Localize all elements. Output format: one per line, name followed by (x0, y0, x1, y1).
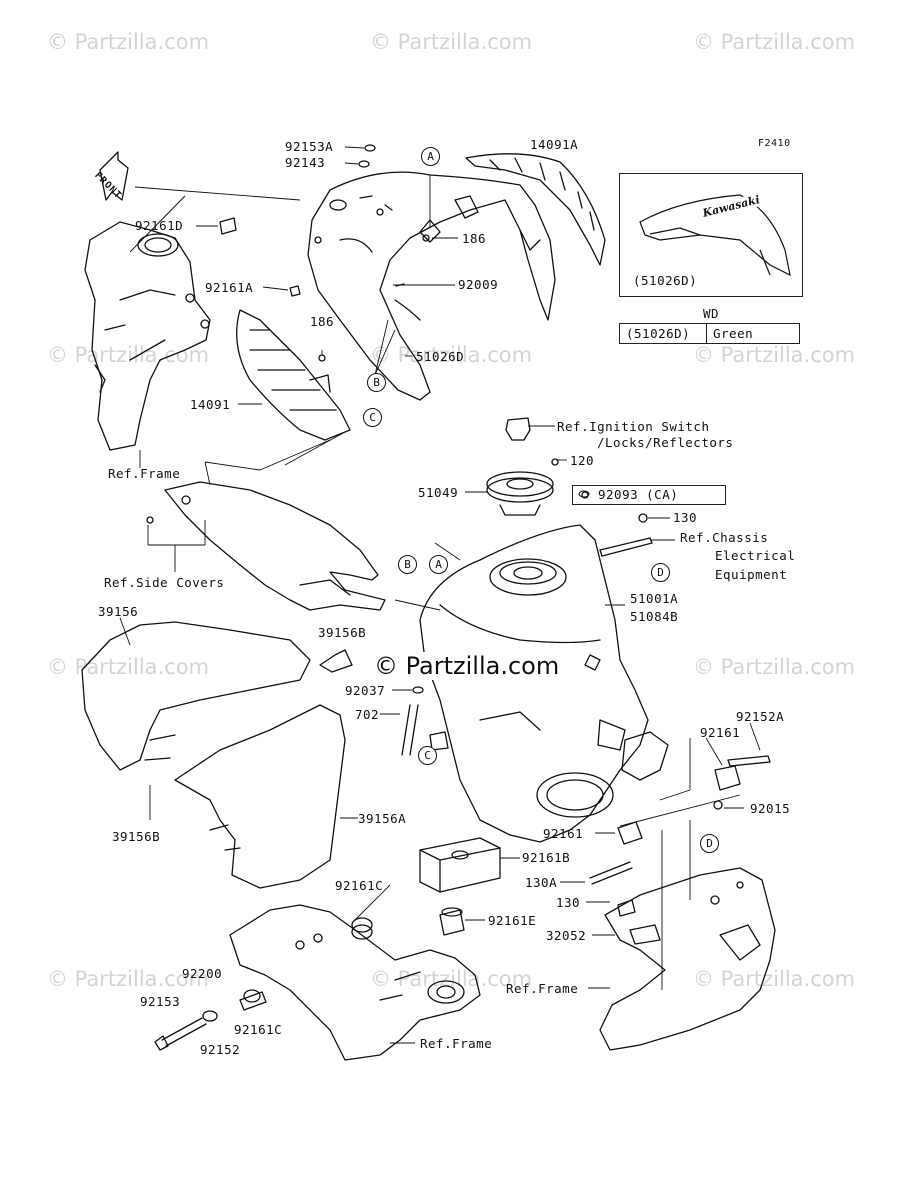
wd-color-cell: Green (706, 323, 800, 344)
fuel-tank-drawing (419, 524, 649, 843)
rubber-block-92161E-drawing (439, 907, 465, 936)
frame-bottom-right-drawing (589, 861, 776, 1051)
callout-a: A (429, 555, 448, 574)
label-130: 130 (673, 510, 698, 525)
callout-b: B (398, 555, 417, 574)
ignition-parts-drawing (486, 417, 653, 557)
label-ref-ignition-2: /Locks/Reflectors (597, 435, 734, 450)
label-ref-frame: Ref.Frame (506, 981, 579, 996)
tank-cover-drawing (307, 171, 556, 401)
mount-92152A-drawing (617, 731, 771, 845)
washer-icon (578, 490, 590, 498)
label-ref-chassis-3: Equipment (715, 567, 788, 582)
label-51026D: 51026D (416, 349, 465, 364)
label-92152: 92152 (200, 1042, 241, 1057)
label-92153: 92153 (140, 994, 181, 1009)
watermark: © Partzilla.com (47, 343, 210, 367)
label-92161: 92161 (700, 725, 741, 740)
figure-code: F2410 (758, 138, 791, 149)
label-51001A: 51001A (630, 591, 679, 606)
label-92161B: 92161B (522, 850, 571, 865)
inset-box (619, 173, 803, 297)
label-92009: 92009 (458, 277, 499, 292)
watermark: © Partzilla.com (370, 30, 533, 54)
watermark: © Partzilla.com (47, 655, 210, 679)
label-51084B: 51084B (630, 609, 679, 624)
washer-92200-drawing (202, 1010, 218, 1022)
spacer-92152-drawing (239, 991, 267, 1011)
heat-shield-39156-drawing (81, 621, 311, 771)
wd-table: (51026D) Green (619, 323, 800, 344)
rubber-block-92161B-drawing (419, 837, 501, 893)
callout-c: C (363, 408, 382, 427)
ca-box (572, 485, 726, 505)
callout-d: D (700, 834, 719, 853)
label-39156: 39156 (98, 604, 139, 619)
watermark: © Partzilla.com (693, 967, 856, 991)
bracket-drawing (429, 731, 449, 751)
label-ref-chassis-2: Electrical (715, 548, 796, 563)
callout-a: A (421, 147, 440, 166)
inset-part-label: (51026D) (633, 273, 698, 288)
damper-92161C-drawing (351, 917, 373, 940)
wd-code-cell: (51026D) (619, 323, 707, 344)
label-92161: 92161 (543, 826, 584, 841)
label-120: 120 (570, 453, 595, 468)
center-logo: © Partzilla.com (370, 652, 564, 680)
piece-39156B-drawing (319, 649, 353, 673)
watermark: © Partzilla.com (47, 30, 210, 54)
label-92200: 92200 (182, 966, 223, 981)
label-92161C: 92161C (234, 1022, 283, 1037)
label-ref-side-covers: Ref.Side Covers (104, 575, 225, 590)
label-51049: 51049 (418, 485, 459, 500)
label-92143: 92143 (285, 155, 326, 170)
wd-table-header: WD (703, 306, 720, 321)
label-92161A: 92161A (205, 280, 254, 295)
label-39156B: 39156B (112, 829, 161, 844)
label-92161D: 92161D (135, 218, 184, 233)
bolt-92153-drawing (154, 1017, 207, 1051)
label-130A: 130A (525, 875, 558, 890)
heat-shield-39156A-drawing (174, 704, 346, 889)
label-92161C: 92161C (335, 878, 384, 893)
label-92161E: 92161E (488, 913, 537, 928)
watermark: © Partzilla.com (693, 655, 856, 679)
label-92152A: 92152A (736, 709, 785, 724)
label-186: 186 (310, 314, 335, 329)
label-92093-ca: 92093 (CA) (598, 487, 679, 502)
label-92153A: 92153A (285, 139, 334, 154)
frame-bottom-drawing (229, 904, 481, 1061)
label-14091: 14091 (190, 397, 231, 412)
front-arrow-icon (99, 151, 129, 201)
watermark: © Partzilla.com (693, 30, 856, 54)
label-39156A: 39156A (358, 811, 407, 826)
callout-c: C (418, 746, 437, 765)
label-92037: 92037 (345, 683, 386, 698)
callout-b: B (367, 373, 386, 392)
label-ref-chassis: Ref.Chassis (680, 530, 769, 545)
label-130: 130 (556, 895, 581, 910)
hose-702-drawing (401, 704, 411, 756)
label-92015: 92015 (750, 801, 791, 816)
watermark: © Partzilla.com (370, 343, 533, 367)
label-14091A: 14091A (530, 137, 579, 152)
grill-14091A-drawing (465, 153, 606, 266)
label-ref-ignition: Ref.Ignition Switch (557, 419, 710, 434)
watermark: © Partzilla.com (693, 343, 856, 367)
watermark: © Partzilla.com (47, 967, 210, 991)
callout-d: D (651, 563, 670, 582)
table-row: (51026D) Green (619, 323, 800, 344)
label-ref-frame: Ref.Frame (108, 466, 181, 481)
label-39156B: 39156B (318, 625, 367, 640)
label-32052: 32052 (546, 928, 587, 943)
label-ref-frame: Ref.Frame (420, 1036, 493, 1051)
label-702: 702 (355, 707, 380, 722)
side-cover-drawing (164, 481, 386, 611)
frame-top-left-drawing (84, 221, 211, 451)
grill-14091-drawing (236, 309, 351, 441)
label-186: 186 (462, 231, 487, 246)
damper-92161C-b-drawing (243, 989, 261, 1003)
